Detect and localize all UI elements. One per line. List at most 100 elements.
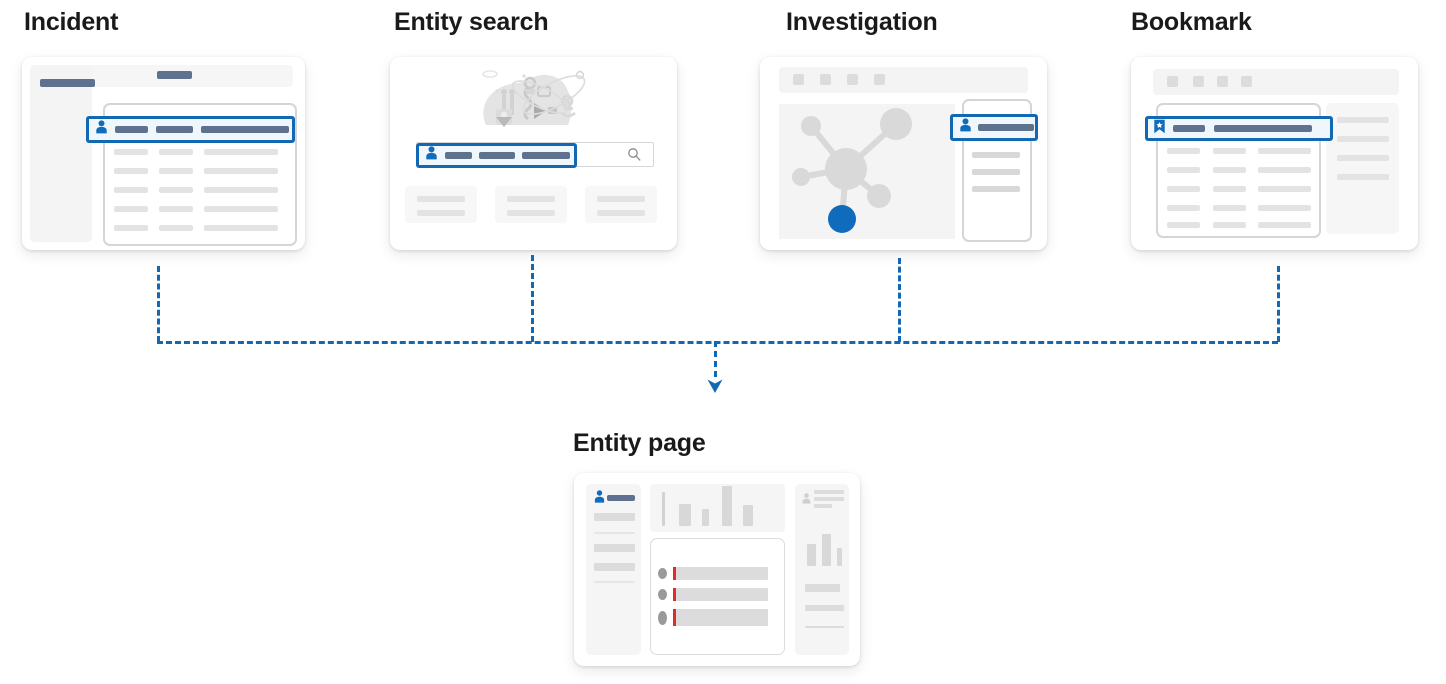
left-panel-divider xyxy=(594,581,635,583)
person-icon xyxy=(425,146,438,165)
left-panel-row xyxy=(594,563,635,571)
toolbar-square-icon[interactable] xyxy=(1241,76,1252,87)
incident-cell xyxy=(159,149,193,155)
toolbar-square-icon[interactable] xyxy=(1167,76,1178,87)
toolbar-square-icon[interactable] xyxy=(847,74,858,85)
card-entity-page[interactable] xyxy=(574,473,860,666)
query-segment xyxy=(445,152,472,159)
alert-row[interactable] xyxy=(658,609,778,626)
toolbar-square-icon[interactable] xyxy=(793,74,804,85)
bookmark-selected-row[interactable] xyxy=(1145,116,1333,141)
bookmark-cell xyxy=(1213,186,1246,192)
search-hero-illustration xyxy=(468,67,598,129)
right-panel-row xyxy=(805,605,844,611)
investigation-side-panel[interactable] xyxy=(962,99,1032,242)
bookmark-cell xyxy=(1258,205,1311,211)
bookmark-cell xyxy=(1213,167,1246,173)
satellite-node xyxy=(801,116,821,136)
right-chart-bar xyxy=(837,548,842,566)
incident-topbar-title-bar xyxy=(157,71,192,79)
entity-search-result-tile[interactable] xyxy=(585,186,657,223)
incident-nav-active-item xyxy=(40,79,95,87)
bookmark-cell xyxy=(1167,148,1200,154)
chart-bar xyxy=(743,505,753,526)
side-panel-row xyxy=(1337,155,1389,161)
left-panel-row xyxy=(594,513,635,521)
severity-marker xyxy=(673,567,676,580)
bookmark-toolbar xyxy=(1153,69,1399,95)
tile-line xyxy=(597,210,645,216)
investigation-graph-canvas[interactable] xyxy=(779,104,955,239)
incident-cell xyxy=(114,206,148,212)
incident-cell xyxy=(204,149,278,155)
right-panel-line xyxy=(814,504,832,508)
bookmark-side-panel[interactable] xyxy=(1326,103,1399,234)
incident-cell xyxy=(114,187,148,193)
card-incident[interactable] xyxy=(22,57,305,250)
card-investigation[interactable] xyxy=(760,57,1047,250)
satellite-node xyxy=(867,184,891,208)
side-panel-row xyxy=(972,186,1020,192)
entity-search-result-tile[interactable] xyxy=(495,186,567,223)
left-panel-row xyxy=(594,544,635,552)
side-panel-row xyxy=(1337,174,1389,180)
incident-cell xyxy=(114,168,148,174)
query-segment xyxy=(479,152,515,159)
entity-search-selected-entity[interactable] xyxy=(416,143,577,168)
severity-marker xyxy=(673,588,676,601)
connector-bookmark xyxy=(1277,266,1280,342)
alert-row[interactable] xyxy=(658,567,778,580)
incident-row-segment xyxy=(201,126,289,133)
query-segment xyxy=(522,152,570,159)
bookmark-cell xyxy=(1258,186,1311,192)
toolbar-square-icon[interactable] xyxy=(874,74,885,85)
incident-cell xyxy=(204,187,278,193)
side-panel-row xyxy=(1337,117,1389,123)
entity-search-result-tile[interactable] xyxy=(405,186,477,223)
entity-page-entity-name xyxy=(607,495,635,501)
entity-hub-node xyxy=(825,148,867,190)
person-icon xyxy=(95,120,108,139)
search-icon[interactable] xyxy=(627,147,642,167)
alert-title-bar xyxy=(676,588,768,601)
down-arrow-icon xyxy=(704,370,726,399)
card-bookmark[interactable] xyxy=(1131,57,1418,250)
investigation-toolbar xyxy=(779,67,1028,93)
right-panel-line xyxy=(814,490,844,494)
incident-cell xyxy=(114,149,148,155)
entity-page-right-panel[interactable] xyxy=(795,484,849,655)
chart-bar xyxy=(722,486,732,526)
left-panel-divider xyxy=(594,532,635,534)
toolbar-square-icon[interactable] xyxy=(1193,76,1204,87)
investigation-selected-entity-row[interactable] xyxy=(950,114,1038,141)
side-panel-row xyxy=(972,152,1020,158)
toolbar-square-icon[interactable] xyxy=(1217,76,1228,87)
incident-left-nav[interactable] xyxy=(30,65,92,242)
incident-cell xyxy=(204,225,278,231)
tile-line xyxy=(597,196,645,202)
right-chart-bar xyxy=(807,544,816,566)
bookmark-cell xyxy=(1167,205,1200,211)
incident-cell xyxy=(114,225,148,231)
incident-table xyxy=(103,103,297,246)
right-panel-row xyxy=(805,584,840,592)
person-icon xyxy=(959,118,972,137)
bookmark-cell xyxy=(1213,222,1246,228)
card-title-entity-search: Entity search xyxy=(394,8,549,36)
incident-selected-entity-row[interactable] xyxy=(86,116,295,143)
person-icon xyxy=(594,490,605,508)
tile-line xyxy=(417,196,465,202)
incident-row-segment xyxy=(115,126,148,133)
incident-cell xyxy=(159,225,193,231)
right-panel-line xyxy=(814,497,844,501)
connector-investigation xyxy=(898,258,901,342)
alert-row[interactable] xyxy=(658,588,778,601)
severity-dot-icon xyxy=(658,568,667,579)
alert-title-bar xyxy=(676,609,768,626)
side-panel-row xyxy=(972,169,1020,175)
right-chart-bar xyxy=(822,534,831,566)
bookmark-table xyxy=(1156,103,1321,238)
toolbar-square-icon[interactable] xyxy=(820,74,831,85)
bookmark-cell xyxy=(1258,148,1311,154)
